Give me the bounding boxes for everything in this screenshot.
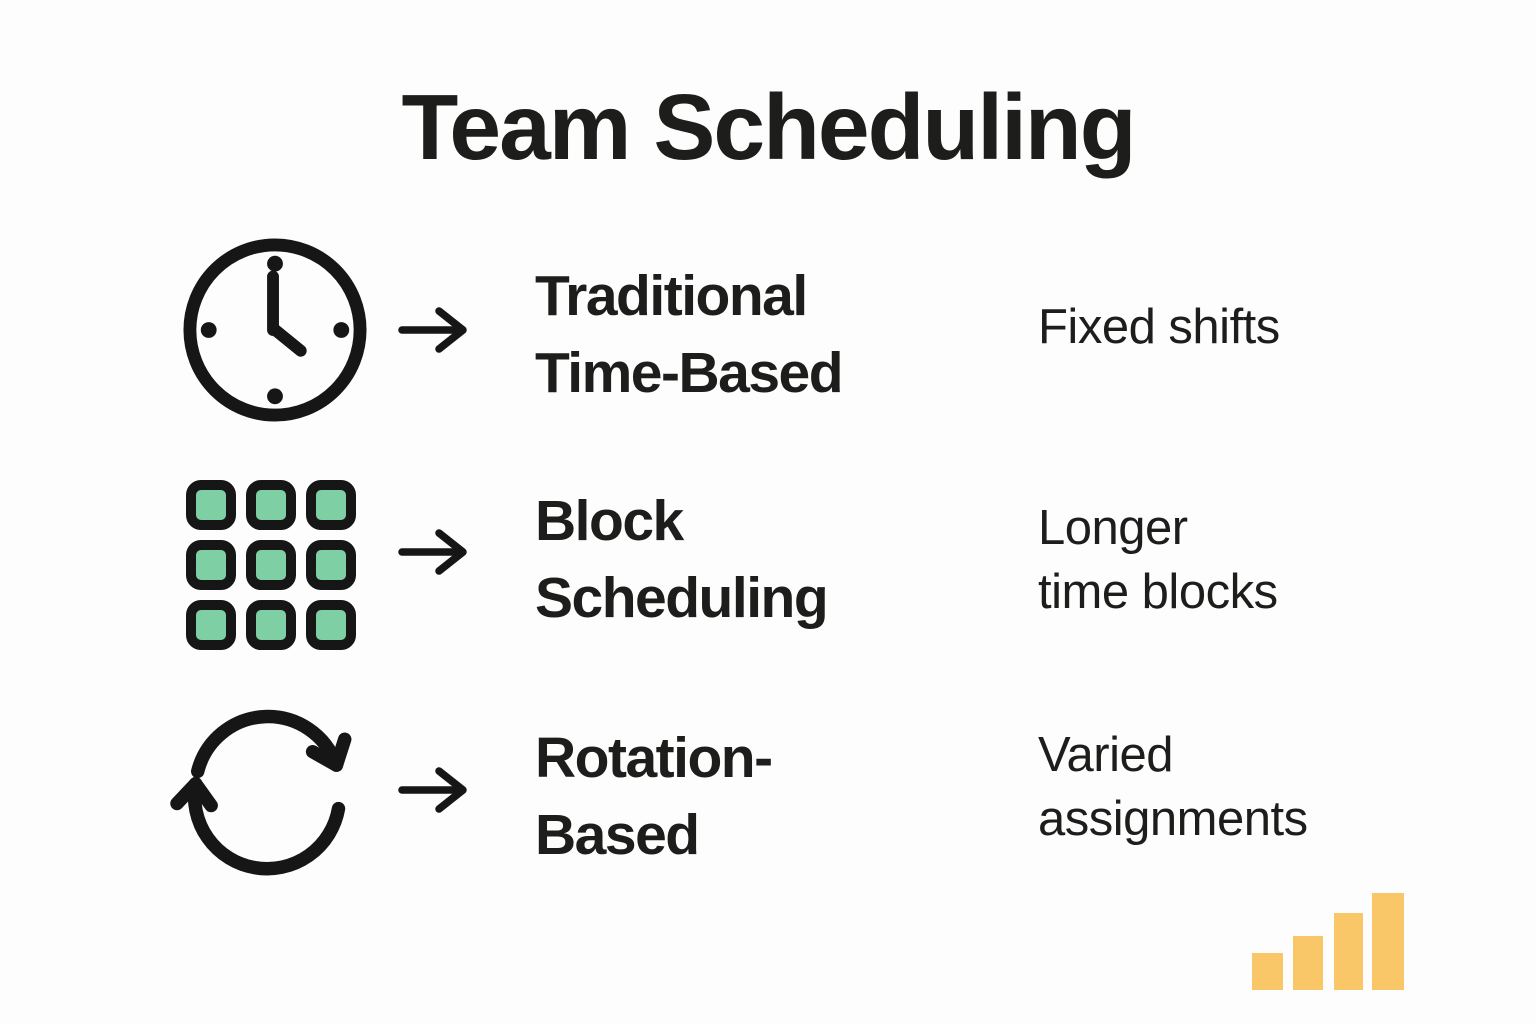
description-line: assignments — [1038, 792, 1308, 846]
description-line: time blocks — [1038, 565, 1278, 619]
clock-icon — [181, 236, 369, 424]
heading-line: Rotation- — [535, 726, 773, 790]
heading-line: Based — [535, 803, 700, 867]
arrow-right-icon — [398, 302, 471, 358]
page-title: Team Scheduling — [401, 75, 1136, 179]
method-description-rotation: Varied assignments — [1038, 723, 1308, 851]
method-description-traditional: Fixed shifts — [1038, 295, 1280, 359]
bar-chart-icon — [1252, 890, 1404, 990]
heading-line: Scheduling — [535, 566, 829, 630]
arrow-right-icon — [398, 524, 471, 580]
heading-line: Block — [535, 489, 684, 553]
rotation-icon — [170, 702, 353, 878]
method-heading-traditional: Traditional Time-Based — [535, 258, 844, 412]
method-heading-rotation: Rotation- Based — [535, 720, 773, 874]
grid-icon — [186, 480, 356, 650]
arrow-right-icon — [398, 762, 471, 818]
description-line: Fixed shifts — [1038, 300, 1280, 354]
method-heading-block: Block Scheduling — [535, 483, 829, 637]
description-line: Varied — [1038, 728, 1174, 782]
heading-line: Traditional — [535, 264, 808, 328]
heading-line: Time-Based — [535, 341, 844, 405]
description-line: Longer — [1038, 501, 1188, 555]
method-description-block: Longer time blocks — [1038, 496, 1278, 624]
